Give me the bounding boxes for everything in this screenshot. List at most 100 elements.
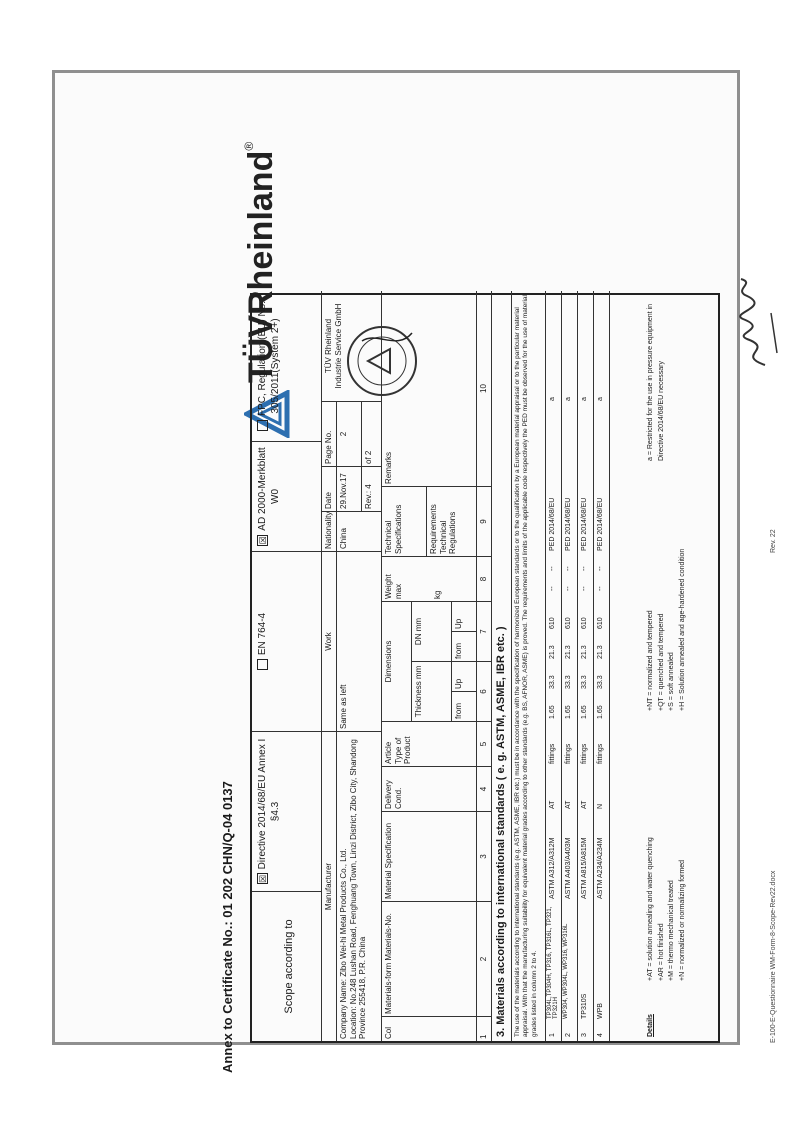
col-number: 8 [477, 556, 492, 601]
document-frame: Annex to Certificate No.: 01 202 CHN/Q-0… [52, 70, 778, 1073]
row-t-from: 1.65 [581, 705, 588, 719]
scope-option-text: EN 764-4 [257, 612, 268, 656]
dn-header: DN mm [412, 601, 452, 661]
legend-col-2: +NT = normalized and tempered +QT = quen… [646, 471, 688, 711]
company-name: Company Name: Zibo Wei-hi Metal Products… [339, 848, 348, 1039]
date-value: 29.Nov.17 [337, 466, 362, 511]
row-dn-from: 21.3 [597, 645, 604, 659]
row-material: WP304, WP304L, WP316, WP316L [563, 923, 569, 1019]
of-value: 2 [364, 450, 373, 456]
page-of-cell: of 2 [362, 401, 382, 466]
registered-mark: ® [242, 141, 256, 151]
footer-filename: E-100-E-Questionnaire WM-Form-8-Scope-Re… [770, 870, 777, 1043]
scope-label-cell: Scope according to [252, 891, 322, 1041]
row-req: PED 2014/68/EU [549, 497, 556, 551]
legend-label: Details [647, 1014, 654, 1037]
row-tech: -- [549, 566, 556, 571]
scope-option-text: Directive 2014/68/EU Annex I §4.3 [257, 738, 281, 870]
row-number: 1 [549, 1033, 556, 1037]
checkbox-unchecked-icon [256, 659, 268, 671]
row-spec: ASTM A312/A312M [549, 837, 556, 899]
row-t-up: 33.3 [597, 675, 604, 689]
legend-item: +AR = hot finished [657, 923, 665, 981]
legend: Details +AT = solution annealing and wat… [642, 291, 722, 1041]
row-material: WPB [597, 1003, 604, 1019]
material-form-header: Materials-form Materials-No. [382, 901, 477, 1016]
checkbox-unchecked-icon [256, 420, 268, 432]
weight-unit: kg [433, 590, 443, 599]
works-value: Same as left [337, 551, 382, 731]
row-weight: -- [581, 586, 588, 591]
row-cond: N [597, 803, 604, 809]
col-number: 4 [477, 766, 492, 811]
row-dn-from: 21.3 [549, 645, 556, 659]
row-weight: -- [549, 586, 556, 591]
manufacturer-header: Manufacturer [322, 731, 337, 1041]
scope-option-4: FPC, Regulation (EU) No. 305/2011(System… [252, 291, 322, 441]
row-spec: ASTM A234/A234M [597, 837, 604, 899]
col-number: 3 [477, 811, 492, 901]
row-remark: a [549, 397, 556, 401]
row-article: fittings [597, 743, 604, 764]
row-t-up: 33.3 [565, 675, 572, 689]
legend-item: +N = normalized or normalizing formed [678, 860, 686, 981]
row-tech: -- [565, 566, 572, 571]
row-number: 3 [581, 1033, 588, 1037]
of-label: of [364, 457, 373, 464]
up-label: Up [452, 601, 477, 631]
col-number: 1 [477, 1016, 492, 1041]
page-header: Page No. [322, 401, 337, 466]
row-dn-from: 21.3 [565, 645, 572, 659]
page-value: 2 [337, 401, 362, 466]
col-header: Col [382, 1016, 477, 1041]
legend-note-a: a = Restricted for the use in pressure e… [647, 303, 665, 461]
scope-option-1: ☒ Directive 2014/68/EU Annex I §4.3 [252, 731, 322, 891]
row-article: fittings [549, 743, 556, 764]
annex-title: Annex to Certificate No.: 01 202 CHN/Q-0… [220, 781, 235, 1073]
row-t-from: 1.65 [549, 705, 556, 719]
checkbox-checked-icon: ☒ [256, 534, 268, 546]
row-req: PED 2014/68/EU [597, 497, 604, 551]
rev-value: 4 [364, 484, 373, 489]
row-weight: -- [565, 586, 572, 591]
section3-title: 3. Materials according to international … [492, 291, 512, 1041]
row-req: PED 2014/68/EU [581, 497, 588, 551]
revision-cell: Rev.: 4 [362, 466, 382, 511]
tuv-logo: TÜVRheinland® [240, 78, 300, 438]
row-tech: -- [581, 566, 588, 571]
row-dn-up: 610 [581, 617, 588, 629]
row-t-up: 33.3 [549, 675, 556, 689]
col-number: 10 [477, 291, 492, 486]
section3-note: The use of the materials according to in… [512, 291, 546, 1041]
requirements-header: Requirements Technical Regulations [427, 486, 477, 556]
weight-label: Weight max [384, 574, 403, 599]
signature-icon [739, 278, 778, 366]
legend-item: +QT = quenched and tempered [657, 613, 665, 711]
row-t-up: 33.3 [581, 675, 588, 689]
checkbox-checked-icon: ☒ [256, 873, 268, 885]
col-number: 7 [477, 601, 492, 661]
nationality-header: Nationality [322, 511, 337, 551]
weight-header: Weight max kg [382, 556, 477, 601]
from-label: from [452, 631, 477, 661]
stamp-seal-icon [347, 326, 417, 396]
row-dn-up: 610 [549, 617, 556, 629]
legend-item: +AT = solution annealing and water quenc… [647, 837, 654, 981]
manufacturer-details: Company Name: Zibo Wei-hi Metal Products… [337, 731, 382, 1041]
nationality-value: China [337, 511, 382, 551]
works-header: Work [322, 551, 337, 731]
footer-revision: Rev. 22 [770, 529, 777, 553]
row-dn-up: 610 [565, 617, 572, 629]
row-dn-up: 610 [597, 617, 604, 629]
row-number: 2 [565, 1033, 572, 1037]
row-spec: ASTM A403/A403M [565, 837, 572, 899]
scope-option-text: FPC, Regulation (EU) No. 305/2011(System… [257, 300, 281, 417]
row-remark: a [597, 397, 604, 401]
legend-item: +M = thermo mechanical treated [668, 880, 675, 981]
legend-col-1: +AT = solution annealing and water quenc… [646, 681, 688, 981]
legend-item: +S = soft annealed [668, 652, 675, 711]
scope-table: Scope according to ☒ Directive 2014/68/EU… [250, 291, 722, 1043]
col-number: 6 [477, 661, 492, 721]
row-req: PED 2014/68/EU [565, 497, 572, 551]
row-spec: ASTM A815/A815M [581, 837, 588, 899]
